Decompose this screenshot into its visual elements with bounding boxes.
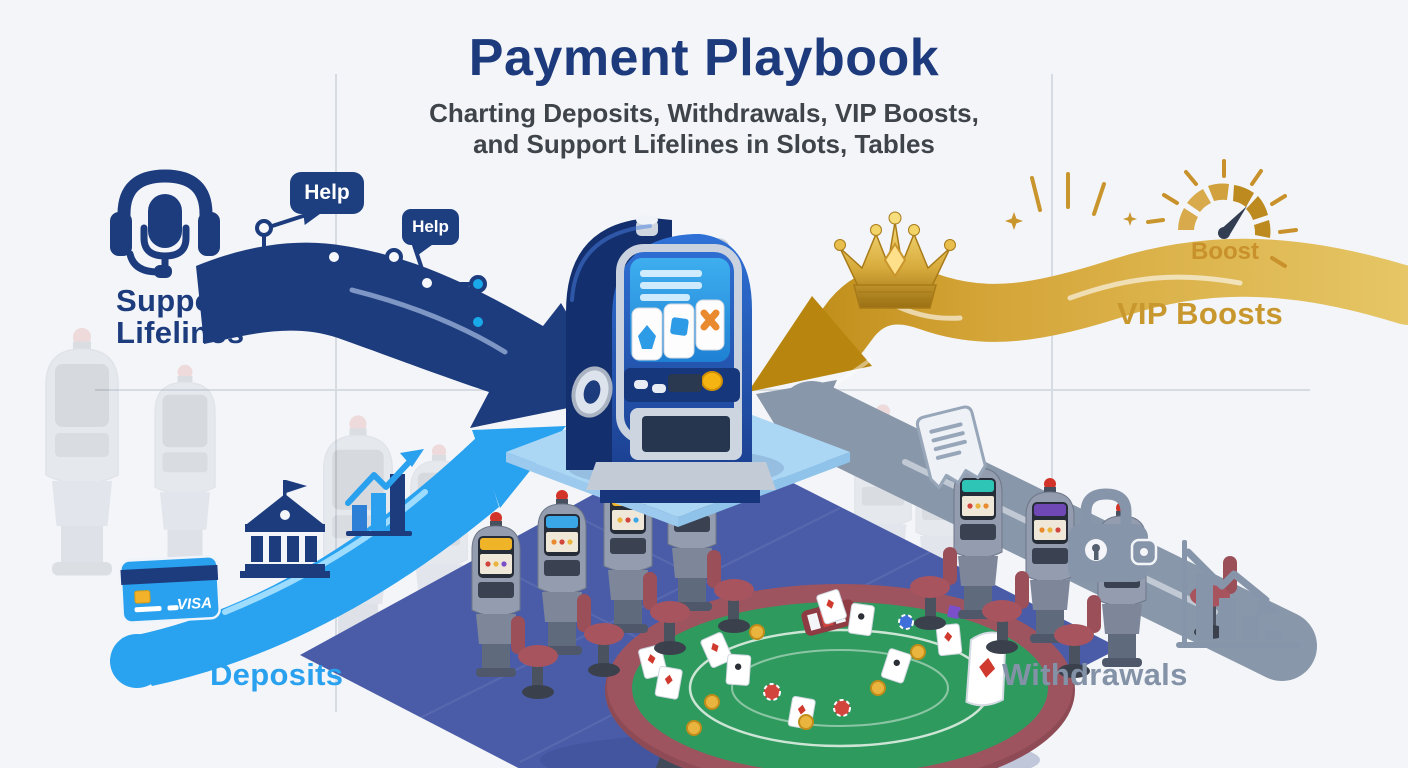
node-line-icon [255,214,516,331]
page-subtitle: Charting Deposits, Withdrawals, VIP Boos… [0,98,1408,159]
subtitle-line-1: Charting Deposits, Withdrawals, VIP Boos… [429,98,979,128]
credit-card-icon [119,555,221,624]
vip-boosts-label: VIP Boosts [1116,296,1284,331]
vip-arrow [748,238,1408,392]
help-bubble-1: Help [290,172,364,214]
sparkle-icon [1005,172,1165,230]
crown-icon [834,211,956,309]
growth-chart-icon [345,449,424,536]
boost-gauge-icon [1162,159,1298,268]
chips-and-coins [686,605,961,736]
support-label-line-2: Lifelines [116,315,245,351]
slot-reels [631,299,725,361]
decline-chart-icon [1176,540,1300,648]
withdrawals-label: Withdrawals [1002,657,1188,692]
boost-gauge-label: Boost [1191,238,1259,265]
support-arrow [196,242,617,428]
bank-icon [240,480,330,578]
support-label-line-1: Support [116,283,237,318]
card-brand-label: VISA [176,594,213,614]
receipt-icon [915,405,987,489]
playing-cards [638,589,963,730]
page-title: Payment Playbook [468,29,940,87]
deposits-label: Deposits [210,657,344,692]
support-lifelines-label: Support Lifelines [116,283,245,351]
subtitle-line-2: and Support Lifelines in Slots, Tables [473,128,935,159]
help-bubble-2: Help [402,209,459,245]
headset-icon [110,169,220,278]
slot-machine [566,215,776,503]
wallet-lock-icon [1068,488,1158,582]
